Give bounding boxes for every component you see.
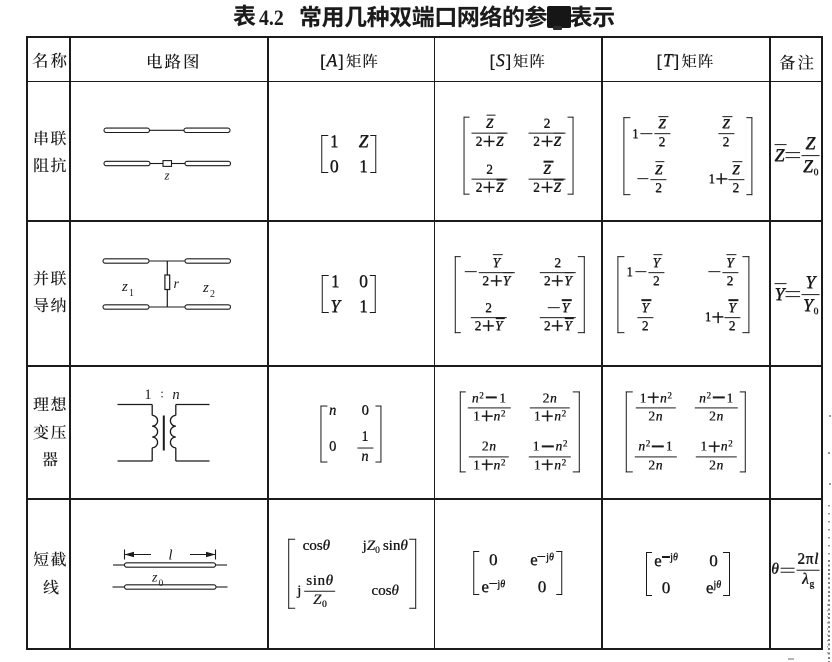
svg-text:r: r (174, 277, 180, 292)
svg-text:2: 2 (210, 289, 215, 300)
svg-text::: : (160, 386, 164, 401)
svg-text:z: z (121, 279, 128, 295)
svg-text:l: l (168, 548, 172, 564)
svg-text:1: 1 (144, 387, 151, 403)
svg-text:0: 0 (159, 579, 164, 589)
svg-text:z: z (163, 168, 169, 183)
svg-text:z: z (202, 280, 209, 296)
svg-text:1: 1 (129, 288, 134, 299)
svg-text:n: n (172, 387, 179, 403)
svg-text:z: z (151, 571, 158, 586)
